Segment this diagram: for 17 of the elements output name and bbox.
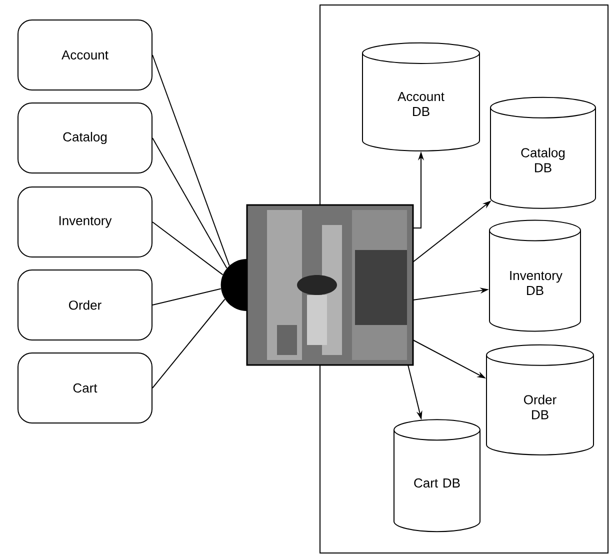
picture xyxy=(246,204,414,366)
connector-line xyxy=(152,298,226,388)
connector-line xyxy=(152,138,228,269)
service-box: Catalog xyxy=(18,102,152,174)
database-cylinder: Inventory DB xyxy=(489,220,581,332)
connector-line xyxy=(152,288,222,306)
service-box: Account xyxy=(18,20,152,90)
database-cylinder: Account DB xyxy=(362,42,480,152)
connector-line xyxy=(152,222,224,276)
frame-box xyxy=(320,4,608,554)
connector-line xyxy=(152,54,230,266)
database-cylinder: Catalog DB xyxy=(490,96,596,209)
service-box: Inventory xyxy=(18,186,152,258)
service-box: Order xyxy=(18,270,152,340)
database-cylinder: Order DB xyxy=(486,344,594,456)
database-cylinder: Cart DB xyxy=(394,419,480,532)
service-box: Cart xyxy=(18,352,152,424)
